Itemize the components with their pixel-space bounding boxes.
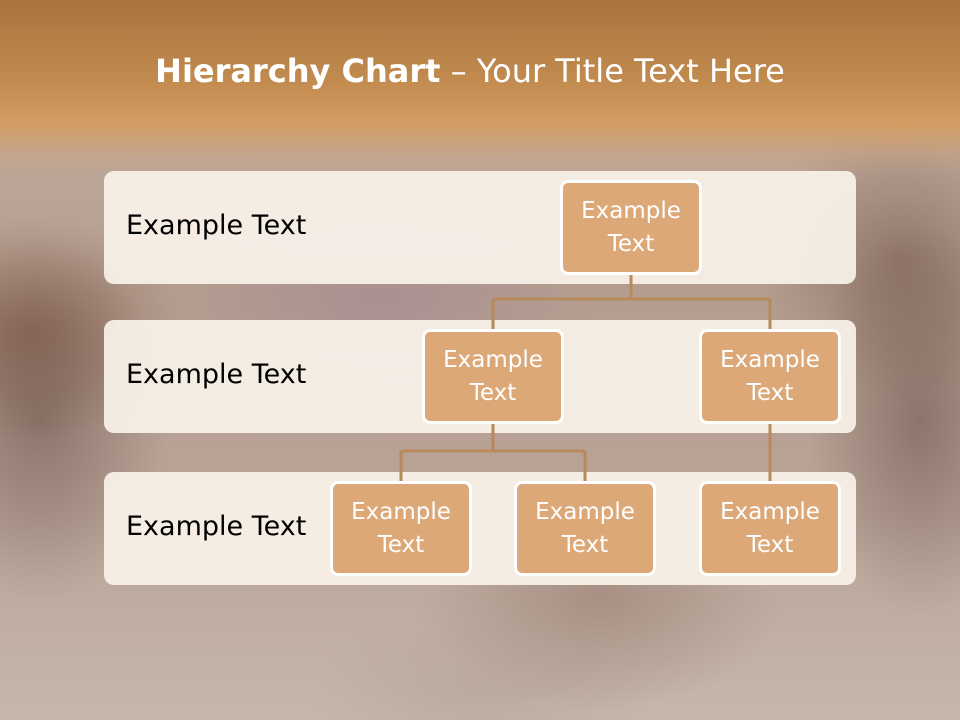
node-level2-right[interactable]: Example Text (699, 329, 841, 424)
row-label-2: Example Text (126, 359, 307, 390)
node-level3-a-line1: Example (351, 498, 451, 525)
node-level3-b-line2: Text (561, 531, 609, 558)
row-label-1: Example Text (126, 210, 307, 241)
node-level3-c-line2: Text (746, 531, 794, 558)
node-level2-left-line1: Example (443, 346, 543, 373)
node-level2-left[interactable]: Example Text (422, 329, 564, 424)
node-level3-c[interactable]: Example Text (699, 481, 841, 576)
node-root[interactable]: Example Text (560, 180, 702, 275)
title-bold-part: Hierarchy Chart (155, 52, 441, 90)
node-level3-c-line1: Example (720, 498, 820, 525)
title-bar (0, 0, 960, 175)
title-rest: – Your Title Text Here (440, 52, 785, 90)
slide-title: Hierarchy Chart – Your Title Text Here (0, 52, 940, 90)
row-band-1 (104, 171, 856, 284)
node-level2-right-line2: Text (746, 379, 794, 406)
node-level2-right-line1: Example (720, 346, 820, 373)
node-level3-b[interactable]: Example Text (514, 481, 656, 576)
node-level3-a-line2: Text (377, 531, 425, 558)
node-root-line2: Text (607, 230, 655, 257)
row-label-3: Example Text (126, 511, 307, 542)
node-level3-b-line1: Example (535, 498, 635, 525)
node-root-line1: Example (581, 197, 681, 224)
node-level3-a[interactable]: Example Text (330, 481, 472, 576)
node-level2-left-line2: Text (469, 379, 517, 406)
